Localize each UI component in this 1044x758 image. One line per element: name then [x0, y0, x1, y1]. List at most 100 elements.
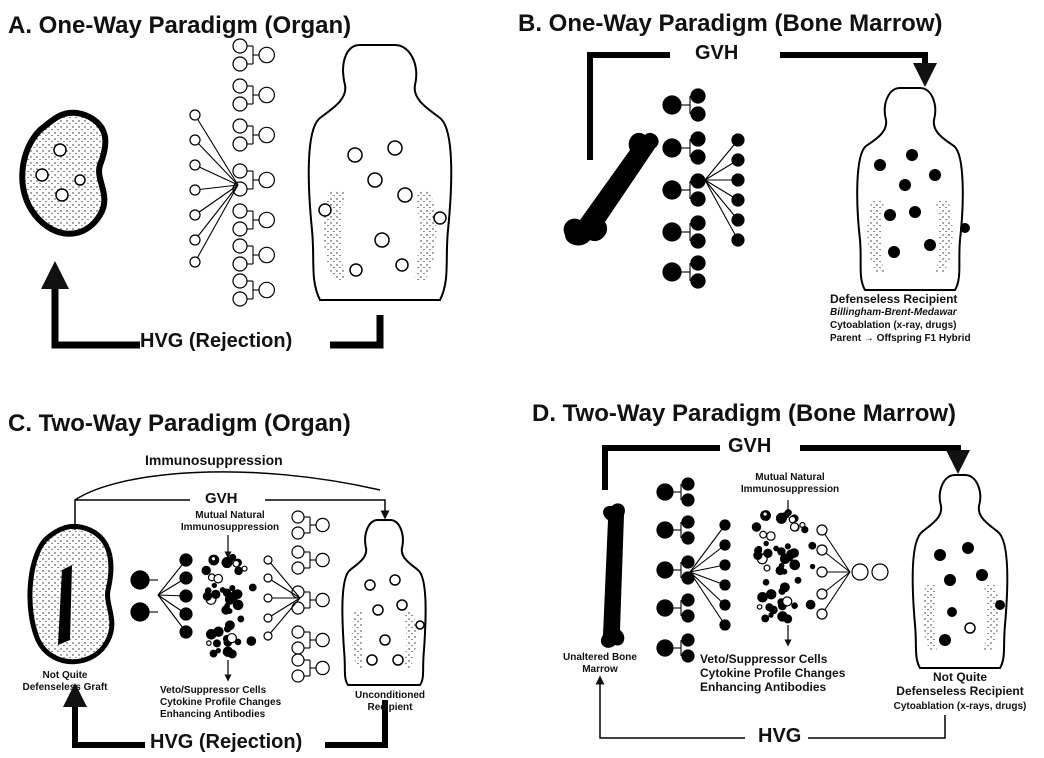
panel-a-title: A. One-Way Paradigm (Organ) [8, 12, 351, 40]
mutual-cell [757, 605, 761, 609]
target-cell [259, 87, 274, 102]
lymphocyte [817, 589, 827, 599]
lymphocyte [264, 594, 272, 602]
panel-b-recipient-line3: Parent → Offspring F1 Hybrid [830, 333, 971, 345]
lymphocyte [691, 174, 705, 188]
lymphocyte [190, 135, 200, 145]
mutual-cell [784, 615, 792, 623]
mutual-cell [228, 650, 236, 658]
mutual-cell [225, 595, 234, 604]
recipient-body-d [913, 475, 1008, 668]
mutual-cell [207, 630, 216, 639]
lymphocyte-network-d [657, 478, 888, 662]
target-cell [259, 212, 274, 227]
mutual-cell [790, 560, 799, 569]
bone-d [601, 503, 625, 647]
lymphocyte [233, 164, 247, 178]
lymphocyte [233, 79, 247, 93]
panel-c-gvh-label: GVH [205, 490, 238, 507]
mutual-cell [806, 600, 814, 608]
lymphocyte [657, 484, 673, 500]
mutual-cell [226, 621, 235, 630]
mutual-cell [770, 606, 778, 614]
lymphocyte [190, 160, 200, 170]
panel-c-recipient-line1: Unconditioned [340, 690, 440, 702]
lymphocyte [682, 494, 694, 506]
lymphocyte [264, 556, 272, 564]
kidney-graft-a [22, 113, 105, 234]
mutual-cell [752, 523, 760, 531]
mutual-cell [233, 560, 239, 566]
mutual-cell [767, 532, 775, 540]
recipient-body-b [857, 88, 970, 290]
lymphocyte [682, 634, 694, 646]
lymphocyte [691, 274, 705, 288]
mutual-cell [780, 583, 789, 592]
lymphocyte [720, 600, 730, 610]
lymphocyte [682, 478, 694, 490]
target-cell [316, 593, 329, 606]
target-cell [316, 518, 329, 531]
lymphocyte [682, 556, 694, 568]
lymphocyte [732, 174, 744, 186]
panel-c-mutual-line1: Mutual Natural [175, 510, 285, 522]
lymphocyte [732, 134, 744, 146]
panel-d-recipient-line2: Defenseless Recipient [885, 684, 1035, 698]
panel-c-mutual-line2: Immunosuppression [175, 522, 285, 534]
mutual-cell [776, 513, 786, 523]
panel-d-effect-line2: Cytokine Profile Changes [700, 666, 845, 680]
mutual-cell [764, 549, 772, 557]
lymphocyte [657, 522, 673, 538]
lymphocyte [190, 185, 200, 195]
mutual-cell [212, 583, 216, 587]
panel-b-recipient-line2: Cytoablation (x-ray, drugs) [830, 320, 957, 332]
mutual-cell [214, 574, 222, 582]
lymphocyte [720, 520, 730, 530]
lymphocyte [732, 214, 744, 226]
mutual-cell [764, 565, 770, 571]
panel-b-title: B. One-Way Paradigm (Bone Marrow) [518, 10, 943, 38]
panel-d-effect-line1: Veto/Suppressor Cells [700, 652, 827, 666]
panel-b-art [564, 55, 970, 290]
panel-a-hvg-label: HVG (Rejection) [140, 330, 292, 353]
lymphocyte [131, 603, 149, 621]
target-cell [316, 553, 329, 566]
lymphocyte [190, 210, 200, 220]
lymphocyte [817, 525, 827, 535]
lymphocyte [233, 97, 247, 111]
lymphocyte [233, 274, 247, 288]
panel-d-recipient-line1: Not Quite [885, 670, 1035, 684]
mutual-cell [222, 558, 232, 568]
lymphocyte [682, 594, 694, 606]
panel-d-title: D. Two-Way Paradigm (Bone Marrow) [532, 400, 956, 428]
lymphocyte [720, 560, 730, 570]
lymphocyte [292, 642, 304, 654]
lymphocyte [691, 150, 705, 164]
panel-c-title: C. Two-Way Paradigm (Organ) [8, 410, 351, 438]
panel-c-recipient-line2: Recipient [340, 702, 440, 714]
panel-c-immunosuppression-label: Immunosuppression [145, 452, 283, 468]
mutual-cell [760, 531, 767, 538]
lymphocyte [180, 590, 192, 602]
lymphocyte [720, 540, 730, 550]
lymphocyte [233, 204, 247, 218]
mutual-cell [230, 586, 235, 591]
lymphocyte [233, 39, 247, 53]
panel-b-recipient-title: Defenseless Recipient [830, 292, 957, 306]
lymphocyte [817, 567, 827, 577]
mutual-cell [227, 634, 236, 643]
lymphocyte [817, 609, 827, 619]
target-cell [316, 633, 329, 646]
panel-c-effect-line2: Cytokine Profile Changes [160, 697, 281, 709]
lymphocyte [180, 554, 192, 566]
lymphocyte [663, 181, 681, 199]
lymphocyte [732, 194, 744, 206]
lymphocyte [292, 546, 304, 558]
mutual-cell [763, 580, 768, 585]
lymphocyte [292, 626, 304, 638]
lymphocyte [292, 670, 304, 682]
panel-a-art [22, 39, 451, 345]
panel-c-graft-line1: Not Quite [15, 670, 115, 682]
bone-b [564, 133, 659, 246]
lymphocyte [691, 132, 705, 146]
